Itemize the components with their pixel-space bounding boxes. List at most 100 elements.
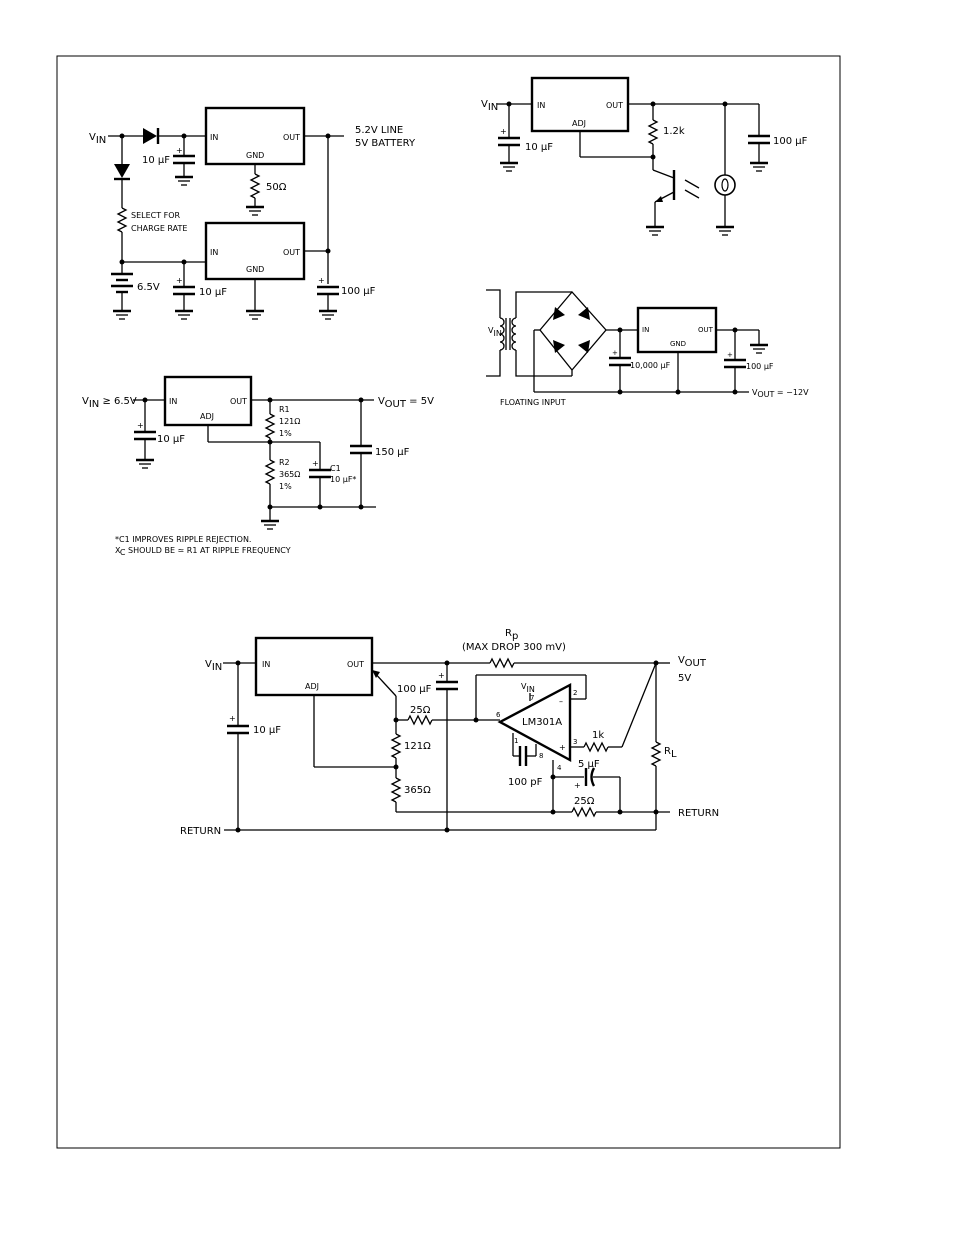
resistor-rp — [489, 657, 515, 669]
transformer — [486, 289, 572, 377]
page-frame — [56, 55, 841, 1149]
circuit-lamp-regulator: VIN + 10 μF IN OUT ADJ 1.2k — [481, 76, 808, 237]
svg-text:OUT: OUT — [606, 101, 623, 110]
svg-text:121Ω: 121Ω — [279, 417, 300, 426]
svg-text:IN: IN — [262, 660, 270, 669]
svg-text:IN: IN — [210, 248, 218, 257]
svg-text:+: + — [312, 459, 319, 468]
bridge-rectifier — [539, 291, 607, 372]
svg-text:2: 2 — [573, 689, 577, 697]
svg-text:25Ω: 25Ω — [574, 796, 595, 807]
note-line-1: *C1 IMPROVES RIPPLE REJECTION. — [115, 535, 251, 544]
svg-text:365Ω: 365Ω — [404, 785, 431, 796]
svg-text:OUT: OUT — [698, 326, 714, 334]
svg-text:+: + — [229, 714, 236, 723]
svg-text:50Ω: 50Ω — [266, 182, 287, 193]
regulator-2 — [204, 221, 306, 281]
regulator-adj — [254, 636, 374, 697]
diode-shunt — [114, 164, 130, 178]
resistor-rl — [650, 741, 662, 767]
svg-text:OUT: OUT — [230, 397, 247, 406]
vin-label: VIN — [488, 326, 502, 338]
circuit-floating-input: VIN + 10,000 μF IN OUT GND + — [486, 289, 809, 407]
svg-text:+: + — [137, 421, 144, 430]
rl-label: RL — [664, 746, 677, 760]
vin-label: VIN ≥ 6.5V — [82, 396, 137, 410]
vin-label: VIN — [89, 132, 106, 146]
svg-text:1.2k: 1.2k — [663, 126, 685, 137]
svg-text:IN: IN — [537, 101, 545, 110]
svg-text:25Ω: 25Ω — [410, 705, 431, 716]
resistor-1k — [583, 741, 609, 753]
svg-text:10 μF: 10 μF — [157, 434, 185, 445]
svg-text:ADJ: ADJ — [572, 119, 586, 128]
vout-label: VOUT = −12V — [752, 388, 809, 399]
resistor-25-top — [407, 714, 433, 726]
svg-text:3: 3 — [573, 738, 577, 746]
svg-text:7: 7 — [530, 694, 534, 702]
svg-text:+: + — [176, 276, 183, 285]
svg-text:365Ω: 365Ω — [279, 470, 300, 479]
svg-text:IN: IN — [642, 326, 649, 334]
svg-text:10,000 μF: 10,000 μF — [630, 361, 671, 370]
svg-text:+: + — [574, 781, 581, 790]
svg-text:+: + — [438, 671, 445, 680]
resistor-r2 — [264, 459, 276, 485]
svg-text:(MAX DROP 300 mV): (MAX DROP 300 mV) — [462, 642, 566, 653]
svg-text:GND: GND — [246, 151, 264, 160]
caption: FLOATING INPUT — [500, 398, 566, 407]
resistor-25-bottom — [571, 806, 597, 818]
svg-text:SELECT FOR: SELECT FOR — [131, 211, 181, 220]
resistor-365 — [390, 777, 402, 803]
svg-text:CHARGE RATE: CHARGE RATE — [131, 224, 187, 233]
svg-text:LM301A: LM301A — [522, 717, 562, 728]
resistor-charge-rate — [116, 207, 128, 233]
svg-text:–: – — [559, 697, 563, 706]
svg-text:+: + — [318, 276, 325, 285]
svg-text:IN: IN — [169, 397, 177, 406]
svg-text:150 μF: 150 μF — [375, 447, 410, 458]
svg-text:+: + — [612, 349, 618, 357]
svg-text:100 pF: 100 pF — [508, 777, 543, 788]
svg-text:100 μF: 100 μF — [397, 684, 432, 695]
svg-text:ADJ: ADJ — [305, 682, 319, 691]
svg-text:+: + — [500, 127, 507, 136]
cap-in-label: 10 μF — [142, 155, 170, 166]
lamp — [714, 174, 736, 196]
out-label-1: 5.2V LINE — [355, 125, 403, 136]
rp-label: Rp — [505, 628, 518, 642]
svg-text:IN: IN — [210, 133, 218, 142]
phototransistor — [644, 169, 700, 237]
svg-text:+: + — [176, 146, 183, 155]
svg-text:6.5V: 6.5V — [137, 282, 160, 293]
battery — [111, 272, 133, 294]
svg-text:OUT: OUT — [347, 660, 364, 669]
svg-text:RETURN: RETURN — [678, 808, 719, 819]
resistor-121 — [390, 733, 402, 759]
svg-text:1%: 1% — [279, 429, 292, 438]
svg-text:10 μF*: 10 μF* — [330, 475, 356, 484]
opamp-lm301a — [497, 683, 572, 763]
resistor-50 — [249, 173, 261, 199]
resistor-r1 — [264, 413, 276, 439]
svg-text:5 μF: 5 μF — [578, 759, 600, 770]
svg-text:100 μF: 100 μF — [341, 286, 376, 297]
resistor-1-2k — [647, 119, 659, 145]
svg-text:C1: C1 — [330, 464, 341, 473]
svg-text:RETURN: RETURN — [180, 826, 221, 837]
svg-text:R1: R1 — [279, 405, 290, 414]
svg-text:1k: 1k — [592, 730, 604, 741]
svg-text:ADJ: ADJ — [200, 412, 214, 421]
svg-text:GND: GND — [670, 340, 686, 348]
circuit-ripple-rejection: VIN ≥ 6.5V + 10 μF IN OUT ADJ VOUT = 5V … — [82, 375, 434, 557]
diode-series — [143, 128, 157, 144]
svg-text:5V: 5V — [678, 673, 691, 684]
vin-label: VIN — [481, 99, 498, 113]
svg-text:10 μF: 10 μF — [253, 725, 281, 736]
circuit-remote-sense: VIN + 10 μF IN OUT ADJ Rp (MAX DROP 300 … — [180, 628, 719, 837]
svg-text:6: 6 — [496, 711, 501, 719]
svg-text:121Ω: 121Ω — [404, 741, 431, 752]
svg-text:10 μF: 10 μF — [525, 142, 553, 153]
svg-text:100 μF: 100 μF — [746, 362, 774, 371]
